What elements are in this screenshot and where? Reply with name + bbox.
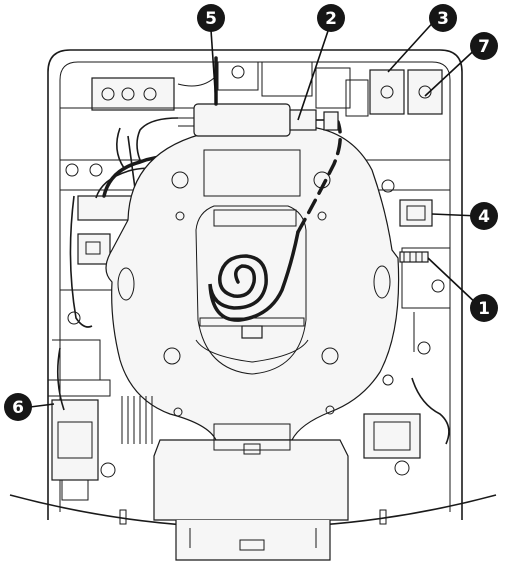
dashed-cable [296, 115, 342, 234]
plate-window [195, 205, 307, 375]
callout-1: 1 [470, 294, 498, 322]
callout-4: 4 [470, 202, 498, 230]
callout-5: 5 [197, 4, 225, 32]
leader-3 [387, 17, 438, 73]
leader-5 [210, 29, 217, 105]
left-lower-module-6 [47, 339, 116, 501]
leader-7 [424, 43, 482, 97]
callout-6: 6 [4, 393, 32, 421]
coiled-wire [208, 230, 300, 322]
leader-6 [29, 403, 55, 408]
terminal-block-7 [407, 69, 443, 115]
svg-text:7: 7 [478, 37, 490, 57]
left-ground-wire [69, 195, 93, 328]
leader-2 [297, 21, 332, 121]
svg-text:6: 6 [12, 398, 24, 418]
top-wiring-area [60, 61, 369, 117]
power-supply [178, 103, 317, 137]
svg-text:1: 1 [478, 299, 490, 319]
svg-text:5: 5 [205, 9, 217, 29]
lower-bracket [195, 339, 309, 363]
pin-header-1 [399, 251, 429, 263]
svg-text:2: 2 [325, 9, 337, 29]
rj-jack-4 [399, 199, 433, 227]
leader-1 [427, 257, 480, 307]
terminal-block-3 [369, 69, 405, 115]
callout-2: 2 [317, 4, 345, 32]
left-lower-wire [56, 347, 65, 411]
svg-text:4: 4 [478, 207, 490, 227]
connector-housing [153, 423, 349, 561]
left-ground-screw [67, 311, 81, 325]
vent-slots [121, 396, 153, 444]
right-lower-module [363, 377, 450, 476]
svg-text:3: 3 [437, 9, 449, 29]
callout-3: 3 [429, 4, 457, 32]
callout-7: 7 [470, 32, 498, 60]
